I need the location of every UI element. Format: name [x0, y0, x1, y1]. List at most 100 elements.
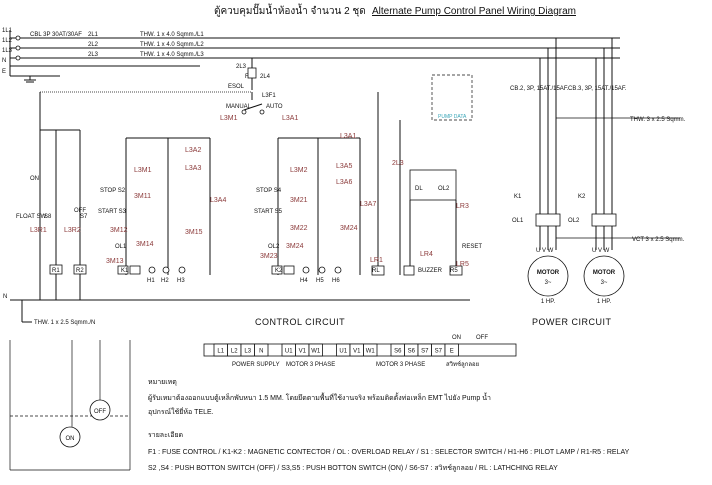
- 3m13-red: 3M13: [106, 258, 124, 265]
- float-code-s8: S8: [44, 214, 52, 220]
- l3r2-label: L3R2: [64, 227, 81, 234]
- neutral-bus: [10, 299, 470, 323]
- l3a1b-red: L3A1: [340, 133, 356, 140]
- buzzer: BUZZER: [418, 268, 443, 274]
- 3m22-red: 3M22: [290, 225, 308, 232]
- terminal-cell-box: [254, 343, 269, 357]
- 3m14-red: 3M14: [136, 241, 154, 248]
- terminal-cell: U1: [285, 349, 293, 355]
- pump2-stop-button: STOP S4: [256, 188, 282, 194]
- terminal-cell: E: [450, 349, 454, 355]
- terminal-cell: L1: [217, 349, 224, 355]
- lamp-h1: H1: [147, 278, 155, 284]
- l3m2-red: L3M2: [290, 167, 308, 174]
- terminal-cell: S6: [408, 349, 416, 355]
- fuse-2l4: 2L4: [260, 74, 271, 80]
- notes-line2: อุปกรณ์ใช้ยี่ห้อ TELE.: [148, 407, 214, 416]
- motor2-terminals: U V W: [592, 248, 610, 254]
- l3a6-red: L3A6: [336, 179, 352, 186]
- motor2-name: MOTOR: [593, 270, 616, 276]
- r5-coil: R5: [450, 268, 458, 274]
- terminal-cell: L3: [244, 349, 251, 355]
- motor2-phase: 3~: [601, 280, 608, 286]
- left-float-switch-circuit: [39, 92, 87, 300]
- esol-label: ESOL: [228, 84, 245, 90]
- terminal-cell: U1: [339, 349, 347, 355]
- notes-heading: หมายเหตุ: [148, 379, 177, 386]
- reset-button: RESET: [462, 244, 482, 250]
- pump2-overload: OL2: [268, 244, 280, 250]
- neutral-label: N: [3, 294, 7, 300]
- motor2-hp: 1 HP.: [597, 299, 612, 305]
- supply-label-l2: 1L2: [2, 38, 13, 44]
- tb-group-power: POWER SUPPLY: [232, 362, 280, 368]
- terminal-cell: S6: [394, 349, 402, 355]
- main-breaker-label: CBL 3P 30AT/30AF: [30, 32, 82, 38]
- cb3-label: CB.3, 3P, 15AT./15AF.: [568, 86, 627, 92]
- tb-group-float: สวิทช์ลูกลอย: [446, 360, 479, 368]
- relay-r1-coil: R1: [52, 268, 60, 274]
- terminal-cell-box: [444, 343, 459, 357]
- tb-on-label: ON: [452, 335, 461, 341]
- lr1-red: LR1: [370, 257, 383, 264]
- wire-spec-l3: THW. 1 x 4.0 Sqmm./L3: [140, 52, 204, 58]
- bus-label-2l1: 2L1: [88, 32, 99, 38]
- lamp-h6: H6: [332, 278, 340, 284]
- supply-label-l3: 1L3: [2, 48, 13, 54]
- motor1-terminals: U V W: [536, 248, 554, 254]
- l3m1-red: L3M1: [134, 167, 152, 174]
- pump2-contactor-coil: K2: [275, 268, 283, 274]
- terminal-cell: S7: [421, 349, 429, 355]
- pump1-start-button: START S3: [98, 209, 127, 215]
- lamp-h5: H5: [316, 278, 324, 284]
- legend-row2: S2 ,S4 : PUSH BOTTON SWITCH (OFF) / S3,S…: [148, 464, 558, 472]
- manual-label: MANUAL: [226, 104, 252, 110]
- supply-label-n: N: [2, 58, 6, 64]
- 3m23-red: 3M23: [260, 253, 278, 260]
- bus-label-2l2: 2L2: [88, 42, 99, 48]
- power-circuit-label: POWER CIRCUIT: [532, 317, 612, 327]
- notes-line1: ผู้รับเหมาต้องออกแบบตู้เหล็กพับหนา 1.5 M…: [148, 391, 491, 402]
- supply-label-l1: 1L1: [2, 28, 13, 34]
- power-wire-thw: THW. 3 x 2.5 Sqmm.: [630, 117, 686, 123]
- pump2-control-circuit: [271, 137, 361, 275]
- float-on-label: ON: [30, 176, 39, 182]
- power-wire-vct: VCT 3 x 2.5 Sqmm.: [632, 237, 685, 243]
- pump-data-label: PUMP DATA: [438, 114, 467, 120]
- lr4-red: LR4: [420, 251, 433, 258]
- wire-spec-l1: THW. 1 x 4.0 Sqmm./L1: [140, 32, 204, 38]
- terminal-cell: L2: [231, 349, 238, 355]
- wire-spec-l2: THW. 1 x 4.0 Sqmm./L2: [140, 42, 204, 48]
- neutral-wire-spec: THW. 1 x 2.5 Sqmm./N: [34, 320, 95, 326]
- 3m15-red: 3M15: [185, 229, 203, 236]
- supply-bus-lines: [9, 30, 620, 83]
- tb-off-label: OFF: [476, 335, 488, 341]
- supply-label-e: E: [2, 69, 6, 75]
- ol2-contact: OL2: [438, 186, 450, 192]
- overload-ol1: OL1: [512, 218, 524, 224]
- terminal-cell: S7: [435, 349, 443, 355]
- legend-row1: F1 : FUSE CONTROL / K1-K2 : MAGNETIC CON…: [148, 449, 630, 456]
- terminal-cell: W1: [311, 349, 321, 355]
- tank-on-float: ON: [66, 436, 75, 442]
- title-english: Alternate Pump Control Panel Wiring Diag…: [372, 6, 576, 17]
- legend-heading: รายละเอียด: [148, 431, 183, 439]
- fuse-2l3: 2L3: [236, 64, 247, 70]
- pump1-contactor-coil: K1: [121, 268, 129, 274]
- float-code-s7: S7: [80, 214, 88, 220]
- lr5-red: LR5: [456, 261, 469, 268]
- auto-label: AUTO: [266, 104, 283, 110]
- pump1-overload: OL1: [115, 244, 127, 250]
- l3a1-label: L3A1: [282, 115, 298, 122]
- l3a5-red: L3A5: [336, 163, 352, 170]
- tank-off-float: OFF: [94, 409, 106, 415]
- terminal-cell: N: [259, 349, 263, 355]
- bus-label-2l3: 2L3: [88, 52, 99, 58]
- float-off-label: OFF: [74, 208, 86, 214]
- pump2-start-button: START S5: [254, 209, 283, 215]
- lamp-h2: H2: [161, 278, 169, 284]
- 3m12-red: 3M12: [110, 227, 128, 234]
- contactor-k1: K1: [514, 194, 522, 200]
- l3a7-red: L3A7: [360, 201, 376, 208]
